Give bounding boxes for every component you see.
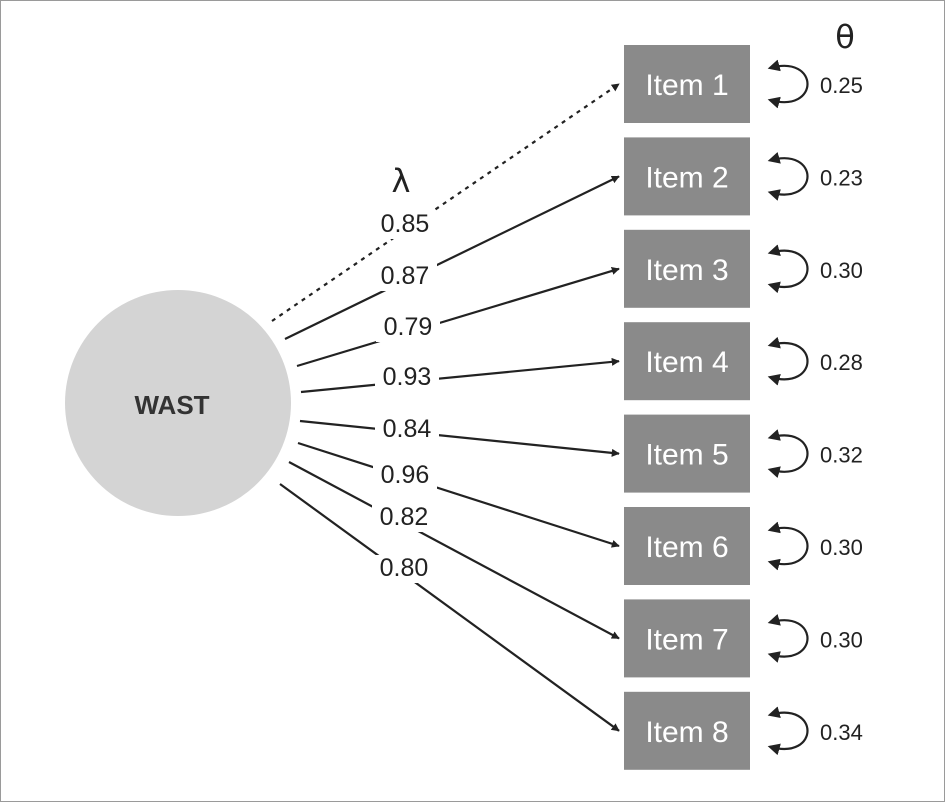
loading-value-item-3: 0.79 [384,313,433,341]
loading-label-bg-6 [373,462,437,490]
loading-label-bg-2 [373,263,437,291]
error-value-item-1: 0.25 [820,73,863,98]
error-value-item-2: 0.23 [820,165,863,190]
item-label-7: Item 7 [645,623,728,656]
error-value-item-3: 0.30 [820,258,863,283]
error-loop-item-3 [767,244,809,294]
loading-label-bg-8 [372,555,436,583]
item-label-6: Item 6 [645,531,728,564]
lambda-header: λ [392,162,411,200]
loading-label-bg-5 [375,416,439,444]
loading-path-item-1 [271,83,620,322]
item-box-6 [624,507,750,585]
loading-path-item-4 [300,357,620,394]
error-value-item-6: 0.30 [820,535,863,560]
error-loop-item-1 [767,59,809,109]
loading-label-bg-7 [372,504,436,532]
loading-path-item-3 [296,267,620,368]
loading-value-item-1: 0.85 [381,210,430,238]
item-box-1 [624,45,750,123]
item-box-7 [624,599,750,678]
loading-value-item-6: 0.96 [381,461,430,489]
latent-circle-wast [65,290,291,516]
item-box-3 [624,229,750,308]
theta-header: θ [835,18,855,56]
item-label-5: Item 5 [645,439,728,472]
loading-value-item-2: 0.87 [381,262,430,290]
loading-label-bg-3 [376,314,440,342]
loading-value-item-7: 0.82 [380,503,429,531]
error-loop-item-2 [767,152,809,201]
loading-path-item-6 [297,441,620,548]
loading-label-bg-4 [375,364,439,392]
item-label-8: Item 8 [645,716,728,749]
loading-value-item-8: 0.80 [380,554,429,582]
loading-value-item-4: 0.93 [383,363,432,391]
error-value-item-8: 0.34 [820,720,863,745]
error-loop-item-5 [767,429,809,478]
item-box-5 [624,414,750,493]
item-label-1: Item 1 [645,69,728,102]
loading-path-item-2 [284,175,620,340]
loading-value-item-5: 0.84 [383,415,432,443]
error-value-item-7: 0.30 [820,627,863,652]
error-loop-item-6 [767,521,809,571]
loading-path-item-5 [299,419,620,457]
latent-label: WAST [134,390,209,420]
item-label-4: Item 4 [645,346,728,379]
loading-path-item-8 [279,483,620,732]
error-loop-item-7 [767,614,809,663]
item-label-2: Item 2 [645,161,728,194]
error-loop-item-8 [767,706,809,756]
loading-label-bg-1 [373,211,437,239]
error-value-item-5: 0.32 [820,443,863,468]
item-box-4 [624,322,750,401]
item-box-8 [624,691,750,770]
error-value-item-4: 0.28 [820,350,863,375]
loading-path-item-7 [288,461,620,640]
error-loop-item-4 [767,336,809,386]
item-box-2 [624,137,750,216]
item-label-3: Item 3 [645,254,728,287]
loading-paths: 0.85 0.87 0.79 0.93 0.84 0.96 0.82 0.80 [271,83,620,732]
